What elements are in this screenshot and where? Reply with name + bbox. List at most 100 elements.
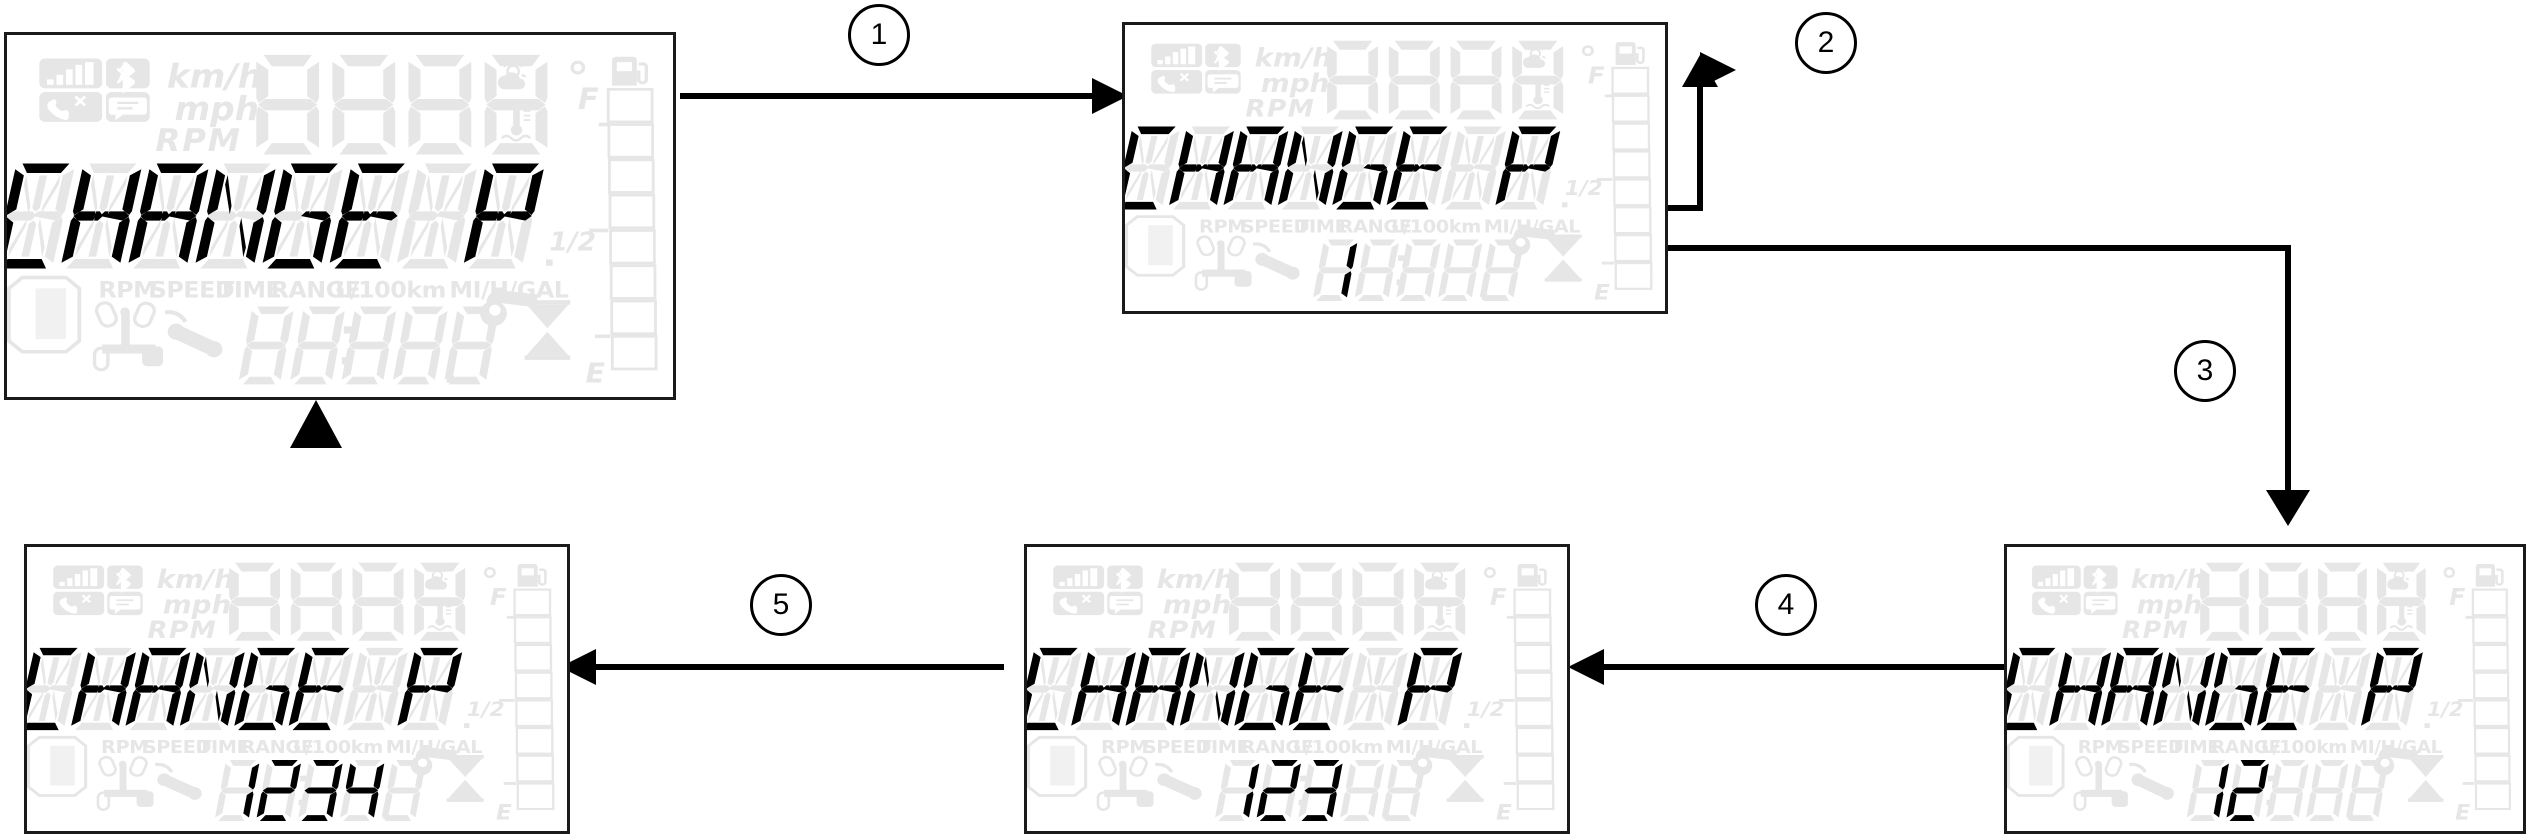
fuel-pump-icon: [1615, 42, 1645, 66]
right-indicator-icons: [425, 564, 547, 631]
status-icon-block: [1151, 43, 1241, 94]
svg-text:RANGE: RANGE: [1241, 738, 1314, 758]
fuel-gauge: F 1/2E: [467, 584, 555, 825]
degree-icon: [570, 60, 586, 75]
svg-text:SPEED: SPEED: [143, 738, 211, 758]
lower-digit-row: [238, 306, 499, 385]
svg-text:1/2: 1/2: [549, 228, 596, 257]
step-badge-5: 5: [750, 574, 812, 636]
svg-text:MI/H/GAL: MI/H/GAL: [1386, 738, 1483, 758]
svg-text:F: F: [1588, 62, 1605, 89]
svg-text:TIME: TIME: [2171, 737, 2220, 758]
svg-text:L/100km: L/100km: [1293, 738, 1383, 758]
lower-digit-row: [1215, 759, 1426, 822]
svg-text:MI/H/GAL: MI/H/GAL: [1484, 217, 1581, 237]
fuel-gauge: F 1/2E: [1467, 584, 1555, 825]
right-indicator-icons: [497, 56, 649, 142]
svg-text:L/100km: L/100km: [1391, 217, 1481, 237]
svg-text:km/h: km/h: [1255, 43, 1332, 73]
svg-text:E: E: [1594, 280, 1610, 305]
degree-icon: [483, 567, 496, 579]
fuel-gauge: F 1/2E: [1565, 62, 1653, 305]
svg-text:RPM: RPM: [1147, 616, 1217, 644]
svg-text:TIME: TIME: [218, 277, 281, 303]
svg-text:SPEED: SPEED: [1143, 738, 1211, 758]
svg-text:MI/H/GAL: MI/H/GAL: [386, 738, 483, 758]
svg-text:E: E: [496, 800, 512, 825]
svg-text:mph: mph: [163, 591, 232, 621]
fuel-pump-icon: [517, 564, 547, 587]
svg-text:RANGE: RANGE: [241, 738, 314, 758]
svg-text:1/2: 1/2: [467, 698, 505, 721]
svg-text:TIME: TIME: [1198, 738, 1249, 758]
svg-text:RPM: RPM: [2078, 737, 2123, 758]
step-badge-4: 4: [1755, 574, 1817, 636]
step-badge-2: 2: [1795, 12, 1857, 74]
degree-icon: [2443, 567, 2455, 579]
step-badge-3: 3: [2174, 340, 2236, 402]
degree-icon: [1483, 567, 1496, 579]
speed-digits: [229, 562, 466, 641]
hourglass-icon: [446, 755, 484, 802]
svg-text:E: E: [585, 357, 605, 389]
fuel-gauge: F1/2E: [2427, 586, 2511, 826]
svg-text:SPEED: SPEED: [1241, 217, 1309, 237]
hourglass-icon: [1544, 234, 1582, 282]
vehicle-icons: [7, 275, 223, 372]
svg-text:F: F: [490, 584, 507, 611]
svg-text:1/2: 1/2: [1565, 177, 1603, 200]
svg-text:RPM: RPM: [2122, 615, 2189, 643]
fuel-pump-icon: [2475, 564, 2504, 587]
step-badge-1: 1: [848, 4, 910, 66]
service-icons: [480, 290, 571, 360]
speed-digits: [2200, 562, 2426, 641]
svg-text:RPM: RPM: [155, 124, 241, 159]
degree-icon: [1581, 45, 1594, 57]
svg-text:RANGE: RANGE: [1339, 217, 1412, 237]
svg-text:RANGE: RANGE: [271, 277, 361, 303]
svg-text:RPM: RPM: [147, 616, 217, 644]
main-text-row: [1027, 647, 1470, 731]
svg-text:L/100km: L/100km: [335, 277, 446, 303]
svg-text:E: E: [2455, 801, 2470, 826]
svg-text:RPM: RPM: [101, 738, 148, 758]
status-icon-block: [1053, 565, 1143, 616]
vehicle-icons: [27, 735, 202, 811]
svg-text:RPM: RPM: [1101, 738, 1148, 758]
status-icon-block: [53, 565, 143, 616]
svg-text:MI/H/GAL: MI/H/GAL: [2350, 737, 2443, 758]
main-text-row: [1125, 126, 1568, 210]
status-icon-block: [39, 58, 150, 122]
vehicle-icons: [1027, 735, 1202, 811]
hourglass-icon: [524, 300, 571, 360]
svg-text:RPM: RPM: [1245, 94, 1315, 122]
svg-text:km/h: km/h: [1157, 565, 1234, 595]
right-indicator-icons: [1523, 42, 1645, 110]
svg-text:E: E: [1496, 800, 1512, 825]
svg-text:RPM: RPM: [98, 277, 156, 303]
fuel-pump-icon: [612, 56, 649, 86]
right-indicator-icons: [1425, 564, 1547, 631]
svg-text:1/2: 1/2: [1467, 698, 1505, 721]
svg-text:F: F: [578, 83, 599, 117]
up-triangle-marker: [290, 400, 342, 448]
svg-text:F: F: [1490, 584, 1507, 611]
main-text-row: [7, 163, 553, 269]
status-icon-block: [2032, 565, 2118, 616]
svg-text:F: F: [2449, 586, 2465, 612]
svg-text:mph: mph: [1163, 591, 1232, 621]
svg-text:L/100km: L/100km: [293, 738, 383, 758]
svg-text:TIME: TIME: [1296, 217, 1347, 237]
right-indicator-icons: [2387, 564, 2504, 631]
